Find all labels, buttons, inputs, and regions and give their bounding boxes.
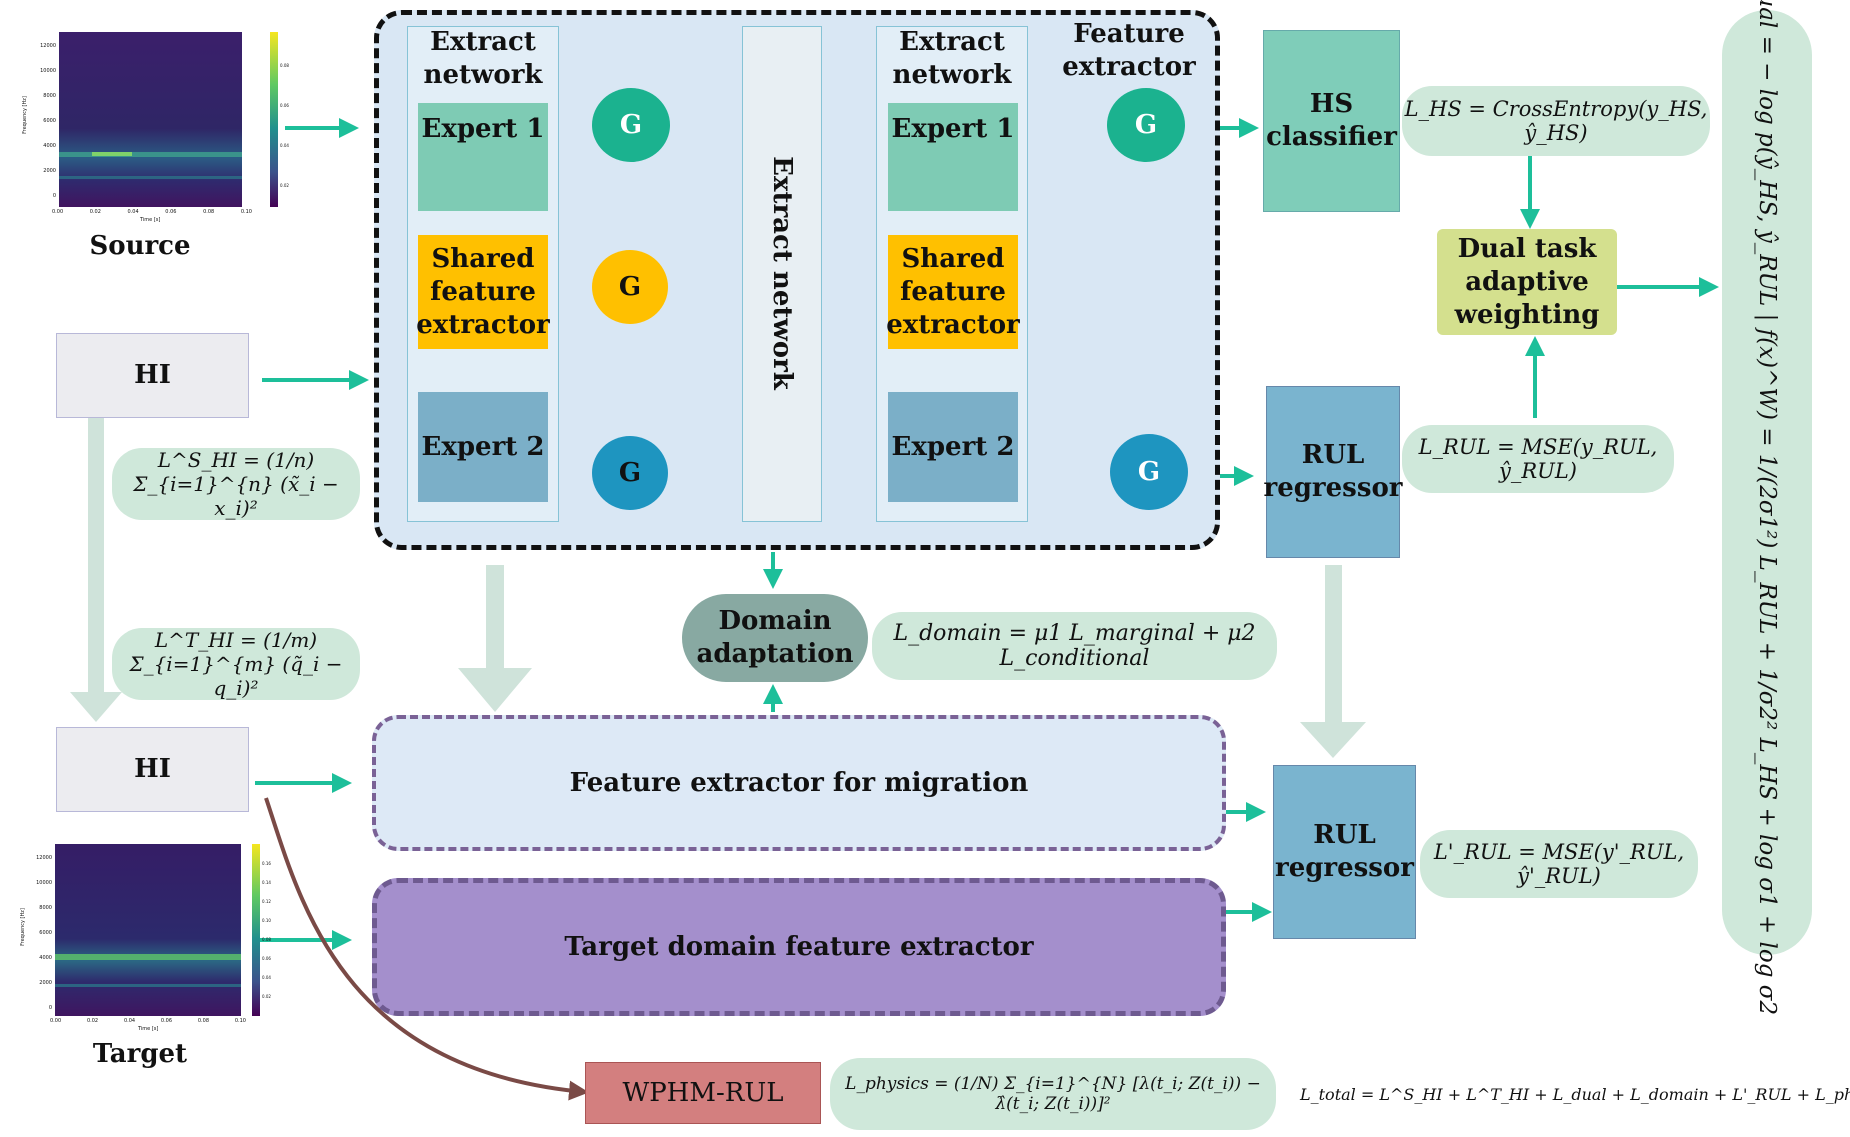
- target-x-tick: 0.06: [160, 1018, 173, 1024]
- expert-1-left: Expert 1: [418, 103, 548, 211]
- middle-extract-network-column: [742, 26, 822, 522]
- source-spectrogram-panel: 12000 10000 8000 6000 4000 2000 0 Freque…: [21, 26, 289, 226]
- hi-target-loss-pill: L^T_HI = (1/m) Σ_{i=1}^{m} (q̃_i − q_i)²: [112, 628, 360, 700]
- l-rul-formula: L_RUL = MSE(y_RUL, ŷ_RUL): [1418, 435, 1658, 483]
- source-colorbar-tick: 0.04: [280, 143, 289, 148]
- gate-left-middle: G: [592, 250, 668, 324]
- target-colorbar-ticks: 0.16 0.14 0.12 0.10 0.08 0.06 0.04 0.02: [262, 854, 271, 1006]
- gate-left-top: G: [592, 88, 670, 162]
- shared-feature-extractor-right: Shared feature extractor: [886, 235, 1020, 349]
- source-y-tick: 2000: [43, 168, 56, 174]
- l-domain-pill: L_domain = μ1 L_marginal + μ2 L_conditio…: [872, 612, 1277, 680]
- l-hs-formula: L_HS = CrossEntropy(y_HS, ŷ_HS): [1404, 97, 1708, 145]
- light-arrows: [70, 418, 1366, 758]
- right-extract-network-title: Extract network: [892, 27, 1012, 90]
- shared-feature-extractor-left: Shared feature extractor: [416, 235, 550, 349]
- source-colorbar-tick: 0.06: [280, 103, 289, 108]
- target-x-label: Time [s]: [138, 1026, 159, 1032]
- source-y-tick: 8000: [43, 93, 56, 99]
- source-x-tick: 0.06: [165, 209, 177, 215]
- source-x-tick: 0.00: [52, 209, 64, 215]
- hi-to-wphm-curve: [264, 797, 589, 1101]
- hi-target-box: HI: [56, 727, 249, 812]
- l-domain-formula: L_domain = μ1 L_marginal + μ2 L_conditio…: [893, 621, 1256, 671]
- target-x-tick: 0.04: [123, 1018, 136, 1024]
- expert-2-left: Expert 2: [418, 392, 548, 502]
- rul-regressor-top-box: RUL regressor: [1264, 386, 1403, 558]
- target-x-tick: 0.02: [86, 1018, 99, 1024]
- target-y-ticks: 12000 10000 8000 6000 4000 2000 0: [32, 846, 52, 1022]
- target-x-tick: 0.10: [234, 1018, 246, 1024]
- l-physics-formula: L_physics = (1/N) Σ_{i=1}^{N} [λ(t_i; Z(…: [845, 1074, 1261, 1114]
- source-y-tick: 10000: [40, 68, 56, 74]
- left-extract-network-title: Extract network: [423, 27, 543, 90]
- l-physics-pill: L_physics = (1/N) Σ_{i=1}^{N} [λ(t_i; Z(…: [830, 1058, 1276, 1130]
- dual-task-weighting-box: Dual task adaptive weighting: [1437, 229, 1617, 335]
- target-y-label: Frequency [Hz]: [19, 908, 26, 946]
- source-colorbar-tick: 0.08: [280, 63, 289, 68]
- expert-1-right: Expert 1: [888, 103, 1018, 211]
- source-y-tick: 12000: [40, 43, 56, 49]
- target-colorbar-tick: 0.08: [262, 937, 271, 942]
- feature-extractor-title: Feature extractor: [1062, 19, 1196, 82]
- target-colorbar-tick: 0.02: [262, 994, 271, 999]
- target-x-ticks: 0.00 0.02 0.04 0.06 0.08 0.10: [50, 1018, 246, 1024]
- target-colorbar-tick: 0.06: [262, 956, 271, 961]
- hs-classifier-box: HS classifier: [1263, 30, 1400, 212]
- source-x-ticks: 0.00 0.02 0.04 0.06 0.08 0.10: [52, 209, 252, 215]
- source-x-tick: 0.02: [89, 209, 101, 215]
- source-label: Source: [89, 230, 191, 261]
- target-spectrogram-panel: 12000 10000 8000 6000 4000 2000 0 Freque…: [19, 838, 284, 1038]
- source-x-label: Time [s]: [140, 217, 161, 223]
- l-hs-pill: L_HS = CrossEntropy(y_HS, ŷ_HS): [1402, 86, 1710, 156]
- source-spectrogram: [59, 32, 278, 207]
- target-colorbar-tick: 0.14: [262, 880, 271, 885]
- rul-regressor-bottom-box: RUL regressor: [1273, 765, 1416, 939]
- middle-extract-network-title: Extract network: [767, 156, 798, 390]
- domain-adaptation-box: Domain adaptation: [682, 594, 868, 682]
- wphm-rul-box: WPHM-RUL: [585, 1062, 821, 1124]
- target-domain-extractor-box: Target domain feature extractor: [372, 878, 1226, 1016]
- l-rul-pill: L_RUL = MSE(y_RUL, ŷ_RUL): [1402, 425, 1674, 493]
- l-total-formula: L_total = L^S_HI + L^T_HI + L_dual + L_d…: [1300, 1085, 1850, 1104]
- hi-target-loss-formula: L^T_HI = (1/m) Σ_{i=1}^{m} (q̃_i − q_i)²: [129, 628, 343, 700]
- source-colorbar-ticks: 0.08 0.06 0.04 0.02: [280, 46, 289, 206]
- target-y-tick: 0: [48, 1005, 52, 1011]
- hi-source-loss-pill: L^S_HI = (1/n) Σ_{i=1}^{n} (x̃_i − x_i)²: [112, 448, 360, 520]
- source-x-tick: 0.08: [203, 209, 215, 215]
- expert-2-right: Expert 2: [888, 392, 1018, 502]
- gate-right-bottom: G: [1110, 434, 1188, 510]
- source-y-tick: 4000: [43, 143, 56, 149]
- target-x-tick: 0.00: [50, 1018, 62, 1024]
- gate-right-top: G: [1107, 88, 1185, 162]
- source-y-tick: 6000: [43, 118, 56, 124]
- target-y-tick: 10000: [36, 880, 52, 886]
- source-x-tick: 0.10: [240, 209, 252, 215]
- target-colorbar-tick: 0.10: [262, 918, 271, 923]
- source-colorbar-tick: 0.02: [280, 183, 289, 188]
- l-rul-prime-formula: L'_RUL = MSE(y'_RUL, ŷ'_RUL): [1433, 840, 1685, 888]
- target-colorbar-tick: 0.16: [262, 861, 271, 866]
- l-dual-formula: L_dual = − log p(ŷ_HS, ŷ_RUL | f(x)^W) =…: [1754, 0, 1780, 1016]
- target-y-tick: 12000: [36, 855, 52, 861]
- hi-source-loss-formula: L^S_HI = (1/n) Σ_{i=1}^{n} (x̃_i − x_i)²: [133, 448, 339, 520]
- target-colorbar-tick: 0.04: [262, 975, 271, 980]
- l-rul-prime-pill: L'_RUL = MSE(y'_RUL, ŷ'_RUL): [1420, 830, 1698, 898]
- source-y-tick: 0: [52, 193, 56, 199]
- source-y-ticks: 12000 10000 8000 6000 4000 2000 0: [36, 34, 56, 210]
- source-x-tick: 0.04: [127, 209, 139, 215]
- target-y-tick: 2000: [39, 980, 52, 986]
- target-x-tick: 0.08: [197, 1018, 210, 1024]
- target-y-tick: 4000: [39, 955, 52, 961]
- target-colorbar-tick: 0.12: [262, 899, 271, 904]
- target-label: Target: [92, 1038, 188, 1069]
- gate-left-bottom: G: [592, 436, 668, 510]
- feature-extractor-migration-box: Feature extractor for migration: [372, 715, 1226, 851]
- l-dual-pill: [1722, 10, 1812, 955]
- target-y-tick: 6000: [39, 930, 52, 936]
- target-y-tick: 8000: [39, 905, 52, 911]
- hi-source-box: HI: [56, 333, 249, 418]
- target-spectrogram: [55, 844, 260, 1016]
- source-y-label: Frequency [Hz]: [21, 96, 28, 134]
